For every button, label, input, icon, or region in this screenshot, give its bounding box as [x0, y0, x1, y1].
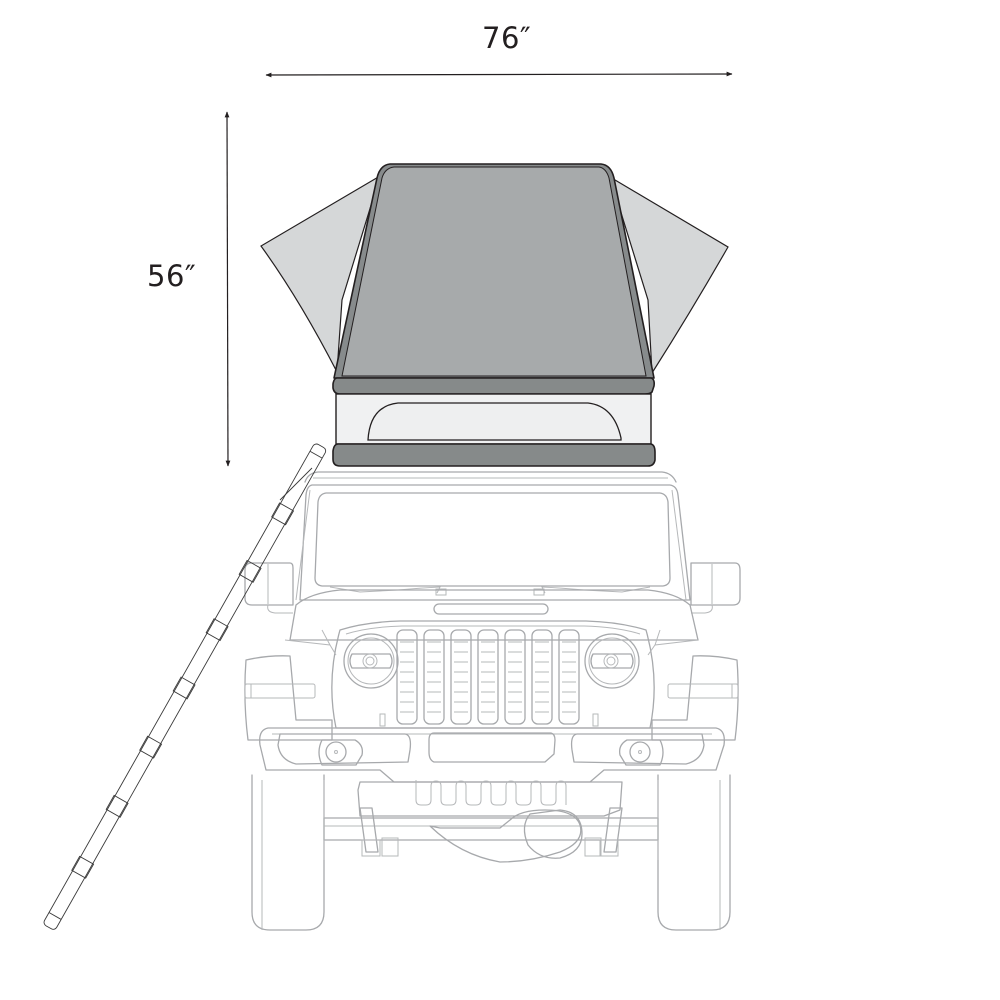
tent-lower-band	[332, 443, 656, 467]
height-dimension-arrow	[224, 111, 231, 467]
tent-window	[367, 402, 622, 441]
grille-slots	[396, 629, 580, 725]
tire-right	[657, 774, 731, 931]
vehicle-outline	[244, 471, 741, 931]
fog-light-left	[318, 739, 363, 766]
headlight-right	[584, 633, 640, 689]
width-dimension-arrow	[265, 71, 733, 78]
fog-light-right	[619, 739, 664, 766]
tire-left	[251, 774, 325, 931]
rooftop-tent	[260, 163, 729, 467]
width-dimension-label: 76″	[482, 21, 532, 55]
telescoping-ladder	[43, 443, 327, 930]
headlight-left	[343, 633, 399, 689]
tent-shell-top	[341, 166, 647, 377]
tent-upper-band	[332, 377, 655, 395]
height-dimension-label: 56″	[147, 259, 197, 293]
